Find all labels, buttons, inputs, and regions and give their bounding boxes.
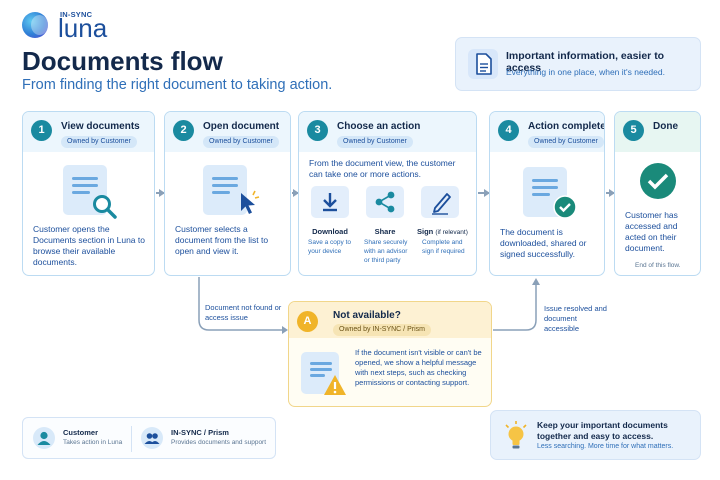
step-number: 4 xyxy=(498,120,519,141)
legend-customer-title: Customer xyxy=(63,428,99,437)
step-title: Action complete xyxy=(528,121,605,132)
branch-out-label: Issue resolved and document accessible xyxy=(544,304,607,333)
luna-logo-mark xyxy=(22,12,48,38)
step-description: Customer selects a document from the lis… xyxy=(175,224,269,256)
action-sign-desc: Complete and sign if required xyxy=(422,239,465,255)
action-share-label: Share xyxy=(374,227,396,236)
checkmark-icon xyxy=(640,163,676,199)
owner-badge: Owned by Customer xyxy=(337,136,413,148)
owner-badge: Owned by Customer xyxy=(203,136,279,148)
step-done: 5 Done Customer has accessed and acted o… xyxy=(614,111,701,276)
step-number: 2 xyxy=(173,120,194,141)
step-description: The document is downloaded, shared or si… xyxy=(500,227,587,259)
action-share-desc: Share securely with an advisor or third … xyxy=(364,239,408,264)
legend-prism-title: IN-SYNC / Prism xyxy=(171,428,229,437)
luna-logo: IN-SYNC luna xyxy=(22,10,122,42)
flow-arrow xyxy=(156,189,165,196)
step-number: 5 xyxy=(623,120,644,141)
step-description: From the document view, the customer can… xyxy=(309,158,456,179)
info-title: Important information, easier to access xyxy=(506,50,665,74)
tip-subtitle: Less searching. More time for what matte… xyxy=(537,443,674,450)
share-icon xyxy=(366,186,404,218)
flow-arrow xyxy=(606,189,615,196)
info-subtitle: Everything in one place, when it's neede… xyxy=(506,67,665,77)
document-click-icon xyxy=(203,165,260,215)
end-note: End of this flow. xyxy=(635,262,681,269)
step-action-complete: 4 Action complete Owned by Customer The … xyxy=(489,111,605,276)
exception-badge: A xyxy=(297,311,318,332)
page-subtitle: From finding the right document to takin… xyxy=(22,77,333,93)
flow-arrow xyxy=(292,189,299,196)
document-icon xyxy=(468,49,498,79)
step-description: Customer opens the Documents section in … xyxy=(33,224,145,267)
info-callout: Important information, easier to access … xyxy=(455,37,701,91)
legend-customer-subtitle: Takes action in Luna xyxy=(63,439,123,446)
team-icon xyxy=(141,427,163,449)
lightbulb-icon xyxy=(505,421,527,449)
document-complete-icon xyxy=(523,167,577,219)
document-warning-icon xyxy=(301,352,346,395)
step-title: Done xyxy=(653,121,678,132)
exception-description: If the document isn't visible or can't b… xyxy=(355,348,482,387)
logo-wordmark: luna xyxy=(58,13,108,43)
tip-title: Keep your important documents together a… xyxy=(537,420,668,441)
step-number: 1 xyxy=(31,120,52,141)
step-open-document: 2 Open document Owned by Customer Custom… xyxy=(164,111,291,276)
owner-badge: Owned by Customer xyxy=(528,136,604,148)
action-download-desc: Save a copy to your device xyxy=(308,239,351,255)
owner-badge: Owned by Customer xyxy=(61,136,137,148)
step-title: Choose an action xyxy=(337,121,421,132)
step-view-documents: 1 View documents Owned by Customer Custo… xyxy=(22,111,155,276)
page-title: Documents flow xyxy=(22,46,223,76)
exception-not-available: A Not available? Owned by IN-SYNC / Pris… xyxy=(288,301,492,407)
action-download-label: Download xyxy=(312,227,348,236)
customer-icon xyxy=(33,427,55,449)
sign-icon xyxy=(421,186,459,218)
download-icon xyxy=(311,186,349,218)
flow-arrow xyxy=(478,189,490,196)
legend: Customer Takes action in Luna IN-SYNC / … xyxy=(22,417,276,459)
owner-badge: Owned by IN-SYNC / Prism xyxy=(333,324,431,336)
step-number: 3 xyxy=(307,120,328,141)
step-description: Customer has accessed and acted on their… xyxy=(625,210,678,253)
logo-company: IN-SYNC xyxy=(60,10,93,19)
document-search-icon xyxy=(63,165,117,219)
legend-prism-subtitle: Provides documents and support xyxy=(171,439,267,446)
branch-in-label: Document not found or access issue xyxy=(205,303,282,322)
legend-divider xyxy=(131,426,132,452)
step-title: Open document xyxy=(203,121,280,132)
exception-title: Not available? xyxy=(333,310,401,321)
tip-callout: Keep your important documents together a… xyxy=(490,410,701,460)
action-sign-label: Sign (if relevant) xyxy=(417,227,468,236)
step-title: View documents xyxy=(61,121,140,132)
